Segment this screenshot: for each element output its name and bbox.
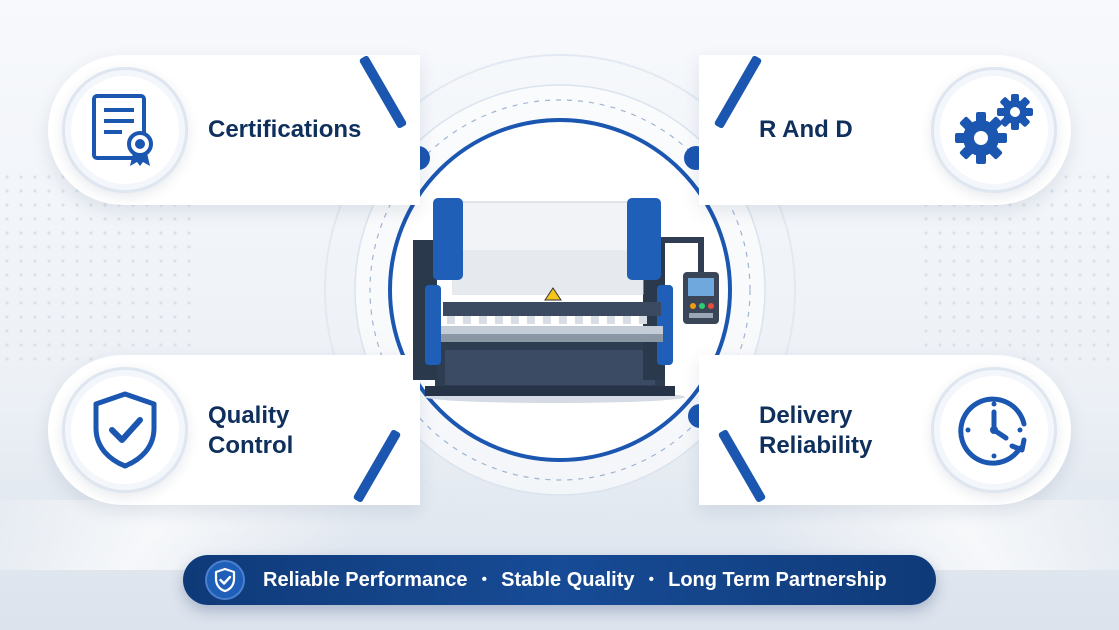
footer-shield-icon-circle xyxy=(205,560,245,600)
card-r-and-d: R And D xyxy=(699,55,1071,205)
quality-control-icon-circle xyxy=(62,367,188,493)
clock-icon xyxy=(958,396,1027,466)
shield-check-icon xyxy=(214,567,236,593)
press-brake-machine-image xyxy=(413,198,719,403)
card-label-certifications: Certifications xyxy=(208,116,362,143)
delivery-reliability-icon-circle xyxy=(931,367,1057,493)
footer-tagline-pill: Reliable Performance • Stable Quality • … xyxy=(183,555,936,605)
footer-separator: • xyxy=(648,571,655,588)
footer-item-stable-quality: Stable Quality xyxy=(501,568,635,591)
certificate-icon xyxy=(92,94,153,166)
footer-separator: • xyxy=(481,571,488,588)
footer-item-long-term-partnership: Long Term Partnership xyxy=(668,568,887,591)
gears-icon xyxy=(955,94,1033,164)
card-certifications: Certifications xyxy=(48,55,420,205)
card-label-delivery-reliability: Delivery Reliability xyxy=(759,402,873,459)
shield-check-icon xyxy=(93,391,157,469)
footer-item-reliable-performance: Reliable Performance xyxy=(263,568,468,591)
card-quality-control: Quality Control xyxy=(48,355,420,505)
certifications-icon-circle xyxy=(62,67,188,193)
card-label-quality-control: Quality Control xyxy=(208,402,294,459)
card-delivery-reliability: Delivery Reliability xyxy=(699,355,1071,505)
r-and-d-icon-circle xyxy=(931,67,1057,193)
card-label-r-and-d: R And D xyxy=(759,116,853,143)
